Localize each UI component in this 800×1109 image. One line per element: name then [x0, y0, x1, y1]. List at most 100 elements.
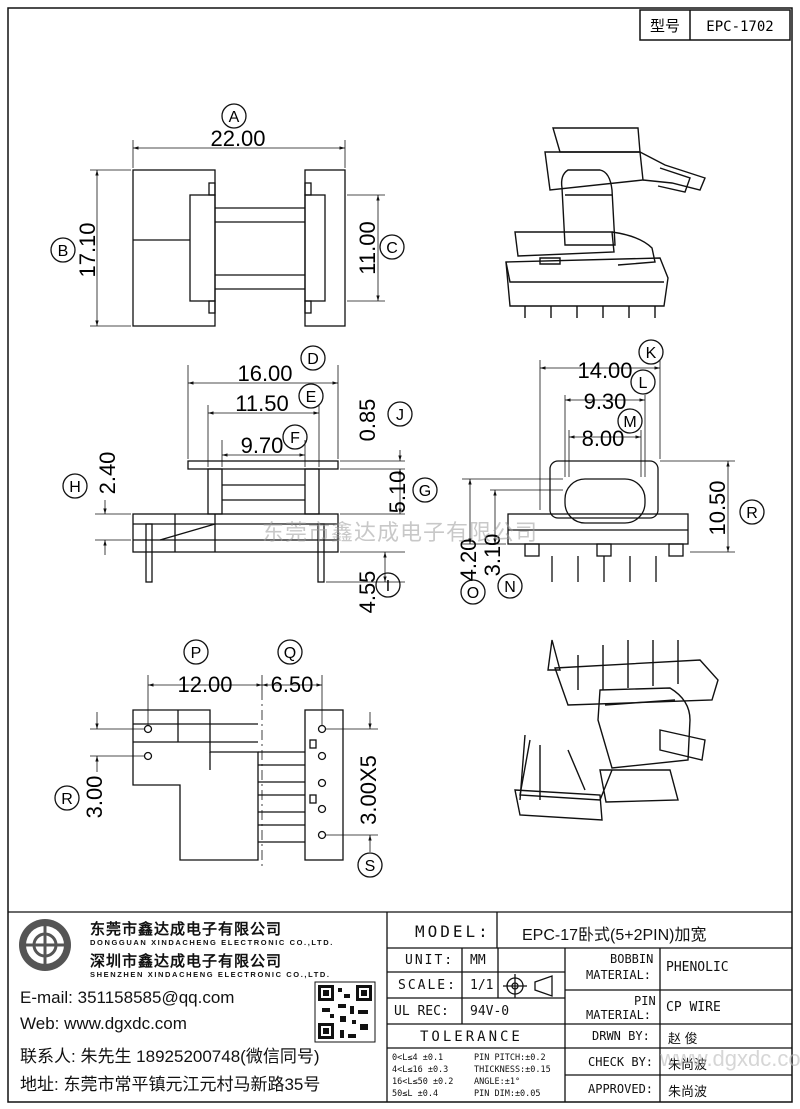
- drawn-by-value: 赵 俊: [668, 1031, 698, 1046]
- dim-F-letter: F: [290, 430, 300, 447]
- dim-C-value: 11.00: [355, 221, 380, 274]
- isometric-view-bottom: [514, 639, 719, 821]
- dim-R-bottom-letter: R: [61, 791, 73, 808]
- dim-J-letter: J: [396, 407, 404, 424]
- company-logo: [19, 919, 71, 971]
- dim-C-letter: C: [386, 240, 398, 257]
- tolerance-right-4: PIN DIM:±0.05: [474, 1089, 541, 1099]
- dim-R-bottom: R 3.00: [54, 776, 107, 819]
- company-web: Web: www.dgxdc.com: [20, 1014, 187, 1033]
- isometric-view-top: [505, 127, 706, 318]
- bottom-view: [90, 675, 378, 870]
- check-by-label: CHECK BY:: [588, 1055, 654, 1069]
- scale-label: SCALE:: [398, 978, 457, 993]
- check-by-value: 朱尚波: [668, 1057, 708, 1072]
- tolerance-label: TOLERANCE: [420, 1029, 523, 1045]
- dim-L-value: 9.30: [584, 389, 627, 414]
- tolerance-row-3: 16<L≤50 ±0.2: [392, 1077, 454, 1087]
- dim-B-value: 17.10: [75, 222, 100, 277]
- dim-N-value: 3.10: [480, 534, 505, 577]
- dim-A: A 22.00: [210, 103, 266, 151]
- dim-H: H 2.40: [62, 452, 120, 499]
- dim-H-value: 2.40: [95, 452, 120, 495]
- dim-O: O 4.20: [456, 539, 486, 605]
- bobbin-label-2: MATERIAL:: [586, 968, 652, 982]
- pin-label-1: PIN: [634, 994, 656, 1008]
- pin-label-2: MATERIAL:: [586, 1008, 652, 1022]
- pin-value: CP WIRE: [666, 1000, 721, 1015]
- dim-I: I 4.55: [355, 571, 401, 614]
- company-address: 地址: 东莞市常平镇元江元村马新路35号: [20, 1075, 321, 1094]
- dim-E: E 11.50: [235, 383, 324, 416]
- tolerance-right-1: PIN PITCH:±0.2: [474, 1053, 546, 1063]
- dim-O-letter: O: [467, 585, 479, 602]
- dim-J-value: 0.85: [355, 399, 380, 442]
- scale-value: 1/1: [470, 978, 494, 993]
- dim-P: P 12.00: [177, 639, 233, 697]
- front-view: [95, 365, 405, 583]
- title-block-lines: [8, 911, 792, 1102]
- dim-R-bottom-value: 3.00: [82, 776, 107, 819]
- approved-value: 朱尚波: [668, 1084, 708, 1099]
- dim-N: N 3.10: [480, 534, 523, 599]
- dim-C: C 11.00: [355, 221, 405, 275]
- dim-G-value: 5.10: [385, 471, 410, 514]
- watermark-text: 东莞市鑫达成电子有限公司: [262, 520, 538, 545]
- dim-D-letter: D: [307, 351, 319, 368]
- dim-Q-letter: Q: [284, 645, 296, 662]
- dim-J: J 0.85: [355, 399, 413, 442]
- dim-H-letter: H: [69, 479, 81, 496]
- tolerance-row-4: 50≤L ±0.4: [392, 1089, 439, 1099]
- model-label: MODEL:: [415, 922, 491, 941]
- dim-A-letter: A: [229, 109, 240, 126]
- dim-O-value: 4.20: [456, 539, 481, 582]
- dim-I-value: 4.55: [355, 571, 380, 614]
- drawn-by-label: DRWN BY:: [592, 1029, 650, 1043]
- dim-D-value: 16.00: [237, 361, 292, 386]
- dim-A-value: 22.00: [210, 126, 265, 151]
- company-contact: 联系人: 朱先生 18925200748(微信同号): [20, 1047, 320, 1066]
- dim-M: M 8.00: [582, 408, 643, 451]
- company-name-shenzhen: 深圳市鑫达成电子有限公司: [90, 953, 283, 970]
- drawing-frame: [7, 7, 793, 1103]
- dim-N-letter: N: [504, 579, 516, 596]
- type-label: 型号: [650, 18, 680, 35]
- unit-value: MM: [470, 953, 486, 968]
- dim-R-side: R 10.50: [705, 480, 765, 536]
- dim-B: B 17.10: [50, 222, 100, 278]
- qr-code: [314, 981, 376, 1043]
- ul-rec-label: UL REC:: [394, 1004, 449, 1019]
- dim-Q-value: 6.50: [271, 672, 314, 697]
- dim-M-letter: M: [623, 414, 636, 431]
- type-value: EPC-1702: [706, 19, 773, 35]
- tolerance-row-2: 4<L≤16 ±0.3: [392, 1065, 449, 1075]
- top-view: [90, 140, 385, 327]
- company-en-shenzhen: SHENZHEN XINDACHENG ELECTRONIC CO.,LTD.: [90, 970, 331, 979]
- company-name-dongguan: 东莞市鑫达成电子有限公司: [90, 921, 283, 938]
- dim-S-letter: S: [365, 858, 376, 875]
- dim-Q: Q 6.50: [271, 639, 314, 697]
- dim-E-letter: E: [306, 389, 317, 406]
- dim-D: D 16.00: [237, 345, 326, 386]
- dim-E-value: 11.50: [235, 391, 288, 416]
- dim-F-value: 9.70: [241, 433, 284, 458]
- dim-R-side-value: 10.50: [705, 480, 730, 535]
- dim-I-letter: I: [386, 578, 390, 595]
- dim-P-letter: P: [191, 645, 202, 662]
- dim-G: G 5.10: [385, 471, 438, 514]
- side-view: [462, 360, 735, 582]
- dim-L: L 9.30: [584, 369, 656, 414]
- bobbin-value: PHENOLIC: [666, 960, 729, 975]
- dim-M-value: 8.00: [582, 426, 625, 451]
- tolerance-right-2: THICKNESS:±0.15: [474, 1065, 551, 1075]
- unit-label: UNIT:: [405, 953, 455, 968]
- dim-K-letter: K: [646, 345, 657, 362]
- dim-G-letter: G: [419, 483, 431, 500]
- company-en-dongguan: DONGGUAN XINDACHENG ELECTRONIC CO.,LTD.: [90, 938, 334, 947]
- dim-S-value: 3.00X5: [356, 755, 381, 825]
- dim-L-letter: L: [639, 375, 648, 392]
- dim-F: F 9.70: [241, 424, 308, 458]
- dim-S: S 3.00X5: [356, 755, 383, 878]
- dim-B-letter: B: [58, 243, 69, 260]
